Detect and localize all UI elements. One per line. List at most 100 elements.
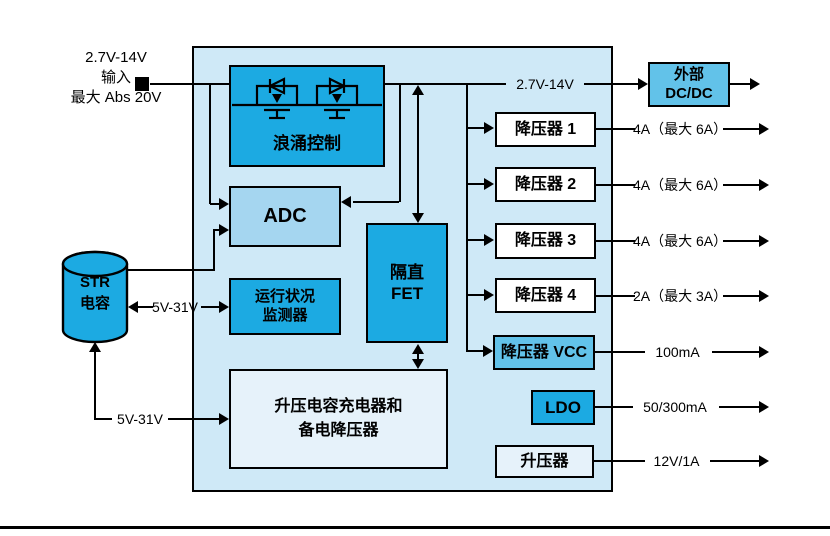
arrow-charger-in [219,413,229,425]
block-boost-cap-charger: 升压电容充电器和 备电降压器 [229,369,448,469]
block-label: 降压器 2 [514,175,577,193]
wire-outvcc-a [595,351,645,353]
block-label-line2: 监测器 [262,306,308,324]
wire-top-rail-2 [581,83,638,85]
block-label-line2: FET [390,284,424,303]
arrow-cap-bottom-up [89,342,101,352]
input-word: 输入 [100,69,131,86]
wire-out3-a [596,240,635,242]
arrow-outvcc [759,346,769,358]
arrow-buck2-in [484,178,494,190]
input-abs-max: 最大 Abs 20V [70,89,162,106]
arrow-outboost [759,455,769,467]
input-label: 2.7V-14V 输入 最大 Abs 20V [60,48,172,108]
wire-out4-b [723,295,759,297]
wire-fet-bottom [417,353,419,360]
block-label: 升压器 [520,452,569,470]
wire-adc-right [353,201,399,203]
block-buck4: 降压器 4 [495,278,596,313]
wire-cap-top [128,269,215,271]
block-label: 降压器 1 [514,120,577,138]
wire-out2-b [723,184,759,186]
arrow-adc-in2 [219,224,229,236]
wire-top-rail-1 [385,83,506,85]
capacitor-cylinder-icon [61,250,129,344]
input-terminal-square [135,77,149,91]
arrow-cap-mid-left [128,301,138,313]
block-external-dcdc: 外部 DC/DC [648,62,730,107]
block-label: ADC [263,205,307,227]
arrow-adc-right [341,196,351,208]
wire-cap-bottom-h2 [168,418,219,420]
wire-branch-buck4 [468,294,484,296]
arrow-out2 [759,179,769,191]
wire-branch-buck1 [468,127,484,129]
arrow-fet-top-down [412,213,424,223]
arrow-buck1-in [484,122,494,134]
capacitor-label: STR 电容 [60,272,130,314]
wire-cap-bottom-drop [94,350,96,419]
block-label: 降压器 4 [514,286,577,304]
wire-adc-in1 [210,203,220,205]
block-label: 降压器 3 [514,232,577,249]
block-label: 降压器 VCC [500,343,588,361]
block-health-monitor: 运行状况 监测器 [229,278,341,335]
bottom-divider-line [0,526,830,529]
wire-out4-a [596,295,635,297]
wire-out1-a [596,128,635,130]
output-label-buck1: 4A（最大 6A） [633,121,728,137]
arrow-ext-dcdc-in [638,78,648,90]
block-label-line1: 外部 [673,65,704,83]
wire-fet-top [417,94,419,214]
output-label-ldo: 50/300mA [643,399,707,415]
wire-out2-a [596,184,635,186]
wire-adc-in2 [213,229,220,231]
capacitor-label-line2: 电容 [79,295,110,312]
output-label-buck2: 4A（最大 6A） [633,177,728,193]
block-dc-blocking-fet: 隔直 FET [366,223,448,343]
capacitor-label-line1: STR [80,274,110,291]
wire-ext-out [730,83,750,85]
output-label-buckvcc: 100mA [655,344,700,360]
block-buck3: 降压器 3 [495,223,596,259]
output-label-boost: 12V/1A [653,453,700,469]
top-rail-voltage-label: 2.7V-14V [506,76,584,92]
wire-branch-buck3 [468,239,484,241]
wire-branch-buck2 [468,183,484,185]
arrow-cap-mid-right [219,301,229,313]
wire-cap-bottom-h1 [94,418,112,420]
wire-cap-mid-left [138,306,153,308]
block-buck1: 降压器 1 [495,112,596,147]
block-label: 浪涌控制 [273,134,341,153]
wire-cap-top-rise [213,229,215,270]
wire-out1-b [723,128,759,130]
block-buck-vcc: 降压器 VCC [493,335,595,370]
input-voltage-range: 2.7V-14V [85,49,147,66]
wire-branch-buckvcc [466,350,483,352]
wire-input-drop [209,84,211,204]
block-label-line1: 运行状况 [254,287,315,305]
arrow-out3 [759,235,769,247]
block-boost-converter: 升压器 [495,445,594,478]
output-label-buck4: 2A（最大 3A） [633,288,728,304]
block-ldo: LDO [531,390,595,425]
wire-outldo-a [595,406,633,408]
arrow-fet-bottom-up [412,344,424,354]
arrow-fet-bottom-down [412,359,424,369]
arrow-adc-in1 [219,198,229,210]
wire-outldo-b [719,406,759,408]
block-surge-control: 浪涌控制 [229,65,385,167]
cap-mid-voltage-label: 5V-31V [152,299,198,315]
wire-outvcc-b [712,351,759,353]
arrow-ext-out [750,78,760,90]
str-capacitor: STR 电容 [60,248,130,346]
block-label-line2: 备电降压器 [298,422,379,439]
wire-outboost-b [710,460,759,462]
wire-input [150,83,229,85]
arrow-buck3-in [484,234,494,246]
cap-bottom-voltage-label: 5V-31V [117,411,163,427]
arrow-out4 [759,290,769,302]
wire-outboost-a [594,460,645,462]
block-label-line1: 隔直 [390,262,424,282]
block-label: LDO [545,397,581,417]
